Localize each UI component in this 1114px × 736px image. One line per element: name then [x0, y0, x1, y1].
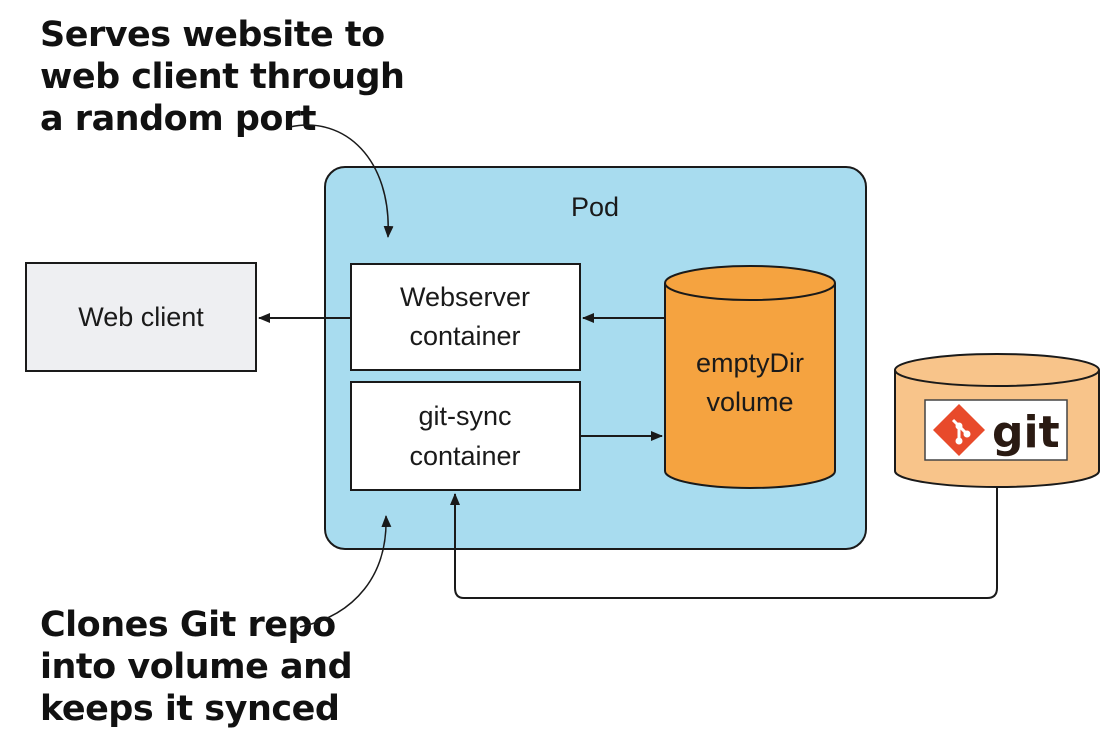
emptydir-volume: emptyDir volume [664, 265, 836, 489]
git-cylinder-top [894, 353, 1100, 387]
webserver-container-label-line2: container [409, 321, 520, 351]
annotation-line: Clones Git repo [40, 605, 336, 645]
arrow-git-to-gitsync [450, 487, 998, 599]
web-client-box [25, 262, 257, 372]
annotation-line: keeps it synced [40, 689, 340, 729]
annotation-line: Serves website to [40, 15, 385, 55]
callout-curve-top [289, 124, 394, 238]
annotation-line: into volume and [40, 647, 353, 687]
webserver-container-label-line1: Webserver [400, 282, 530, 312]
gitsync-container-label-line1: git-sync [418, 401, 511, 431]
webserver-container-box [350, 263, 581, 371]
volume-cylinder-top [664, 265, 836, 301]
volume-label-line1: emptyDir [696, 348, 804, 378]
callout-curve-bottom [299, 515, 392, 628]
git-repository: git [894, 353, 1100, 488]
annotation-line: web client through [40, 57, 405, 97]
annotation-line: a random port [40, 99, 316, 139]
web-client-label: Web client [78, 302, 204, 332]
volume-label-line2: volume [706, 387, 793, 417]
pod-label: Pod [571, 192, 619, 222]
annotation-web-serving: Serves website to web client through a r… [40, 14, 405, 140]
annotation-git-sync: Clones Git repo into volume and keeps it… [40, 604, 353, 730]
git-logo-text: git [992, 407, 1060, 458]
gitsync-container-label-line2: container [409, 441, 520, 471]
git-logo-icon [933, 404, 985, 456]
gitsync-container-box [350, 381, 581, 491]
volume-cylinder-body [664, 283, 836, 489]
